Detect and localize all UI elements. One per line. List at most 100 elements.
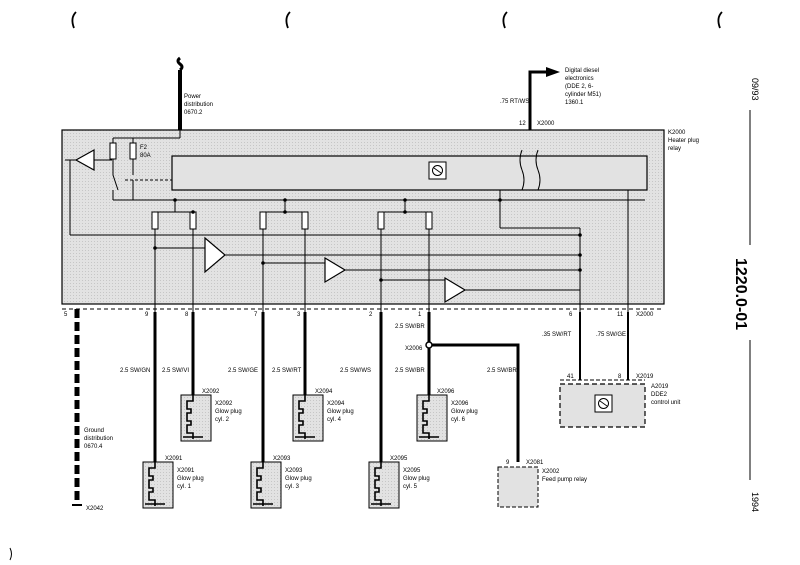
margin-date: 09/93: [750, 78, 760, 101]
dde-label-line-2: electronics: [565, 76, 594, 82]
fuse-section: [65, 130, 645, 201]
glow-plug-cyl6-label-3: cyl. 6: [451, 417, 466, 423]
ground-connector: X2042: [86, 506, 104, 512]
glow-plug-cyl5-label-3: cyl. 5: [403, 484, 418, 490]
power-label-line-1: Power: [184, 94, 201, 100]
dde-arrow: [546, 67, 560, 77]
wire-main: 2.5 SW/BR: [395, 324, 425, 330]
channel-amplifier-1: [204, 236, 226, 274]
glow-plug-cyl6: X2096 X2096 Glow plug cyl. 6: [416, 389, 478, 442]
glow-plug-cyl5-label-1: X2095: [403, 468, 421, 474]
dde-label-line-4: cylinder M51): [565, 92, 601, 98]
dde-unit-connector: X2019: [636, 374, 654, 380]
bottom-connector: X2000: [636, 312, 654, 318]
splice-point: [425, 341, 433, 349]
power-label-line-3: 0670.2: [184, 110, 203, 116]
pin-9: 9: [145, 312, 149, 318]
dde-unit-label-1: A2019: [651, 384, 669, 390]
relay-channel-grid: [70, 190, 629, 312]
glow-plug-cyl5-connector: X2095: [390, 456, 408, 462]
dde-pin: 12: [519, 121, 526, 127]
feed-pump-relay: 9 X2081 X2002 Feed pump relay: [497, 460, 587, 508]
wire-cyl4: 2.5 SW/RT: [272, 368, 302, 374]
glow-plug-cyl2-label-2: Glow plug: [215, 409, 242, 415]
page-code: 1220.0-01: [732, 258, 749, 330]
glow-plug-cyl4-label-2: Glow plug: [327, 409, 354, 415]
control-module-circle: [432, 165, 443, 176]
wire-cyl1: 2.5 SW/GN: [120, 368, 150, 374]
pin-1: 1: [418, 312, 422, 318]
glow-plug-cyl4-label-1: X2094: [327, 401, 345, 407]
pin-7: 7: [254, 312, 258, 318]
dde-control-unit: 41 8 X2019 A2019 DDE2 control unit: [559, 374, 681, 428]
junction-dots: [153, 198, 582, 282]
glow-plug-cyl5-label-2: Glow plug: [403, 476, 430, 482]
relay-label-line-3: relay: [668, 146, 681, 152]
dde-wire-color: .75 RT/WS: [500, 99, 529, 105]
glow-plug-cyl4-label-3: cyl. 4: [327, 417, 342, 423]
feed-pump-pin: 9: [506, 460, 510, 466]
ground-label: Ground distribution 0670.4: [84, 428, 113, 450]
page-year: 1994: [750, 492, 760, 512]
glow-plug-cyl3-label-3: cyl. 3: [285, 484, 300, 490]
pin-6: 6: [569, 312, 573, 318]
binder-marks: [71, 11, 723, 29]
fuse-rating: 80A: [140, 153, 151, 159]
glow-plug-wires: [153, 312, 629, 462]
dde-label-line-5: 1360.1: [565, 100, 584, 106]
pin-11: 11: [617, 312, 624, 318]
feed-pump-connector: X2081: [526, 460, 544, 466]
corner-mark: [9, 547, 12, 561]
glow-plug-cyl3-connector: X2093: [273, 456, 291, 462]
channel-amplifier-2: [324, 256, 347, 284]
glow-plug-cyl2-label-1: X2092: [215, 401, 233, 407]
ground-label-line-1: Ground: [84, 428, 104, 434]
dde-label-line-1: Digital diesel: [565, 68, 599, 74]
wire-dde-ge: .75 SW/GE: [596, 332, 626, 338]
pin-2: 2: [369, 312, 373, 318]
dde-unit-pin-8: 8: [618, 374, 622, 380]
relay-label: K2000 Heater plug relay: [668, 130, 699, 152]
pin-5: 5: [64, 312, 68, 318]
fuse-name: F2: [140, 145, 148, 151]
feed-pump-label-2: Feed pump relay: [542, 477, 587, 483]
wire-dde-rt: .35 SW/RT: [542, 332, 572, 338]
ground-label-line-3: 0670.4: [84, 444, 103, 450]
power-distribution-label: Power distribution 0670.2: [184, 94, 213, 116]
dde-label-line-3: (DDE 2, 6-: [565, 84, 593, 90]
glow-plug-cyl6-connector: X2096: [437, 389, 455, 395]
glow-plug-cyl3-label-2: Glow plug: [285, 476, 312, 482]
pin-8: 8: [185, 312, 189, 318]
glow-plug-cyl6-label-1: X2096: [451, 401, 469, 407]
power-break-mark: [176, 56, 184, 72]
wire-feed: 2.5 SW/BR: [487, 368, 517, 374]
wire-cyl3: 2.5 SW/GE: [228, 368, 258, 374]
power-label-line-2: distribution: [184, 102, 213, 108]
ground-label-line-2: distribution: [84, 436, 113, 442]
glow-plug-cyl1: X2091 X2091 Glow plug cyl. 1: [142, 456, 204, 509]
dde-connector: X2000: [537, 121, 555, 127]
glow-plug-cyl2: X2092 X2092 Glow plug cyl. 2: [180, 389, 242, 442]
glow-plug-cyl6-label-2: Glow plug: [451, 409, 478, 415]
glow-plug-cyl1-label-2: Glow plug: [177, 476, 204, 482]
channel-amplifier-3: [444, 276, 467, 304]
dde-unit-label-3: control unit: [651, 400, 681, 406]
relay-break-2: [535, 149, 541, 191]
glow-plug-cyl3-label-1: X2093: [285, 468, 303, 474]
relay-control-module: [171, 155, 648, 191]
glow-plug-cyl2-label-3: cyl. 2: [215, 417, 230, 423]
wire-cyl2: 2.5 SW/VI: [162, 368, 189, 374]
relay-label-line-2: Heater plug: [668, 138, 699, 144]
relay-label-line-1: K2000: [668, 130, 686, 136]
glow-plug-cyl1-label-3: cyl. 1: [177, 484, 192, 490]
pin-3: 3: [297, 312, 301, 318]
glow-plug-cyl1-connector: X2091: [165, 456, 183, 462]
wire-cyl5: 2.5 SW/WS: [340, 368, 371, 374]
glow-plug-cyl2-connector: X2092: [202, 389, 220, 395]
splice-label: X2006: [405, 346, 423, 352]
glow-plug-cyl4: X2094 X2094 Glow plug cyl. 4: [292, 389, 354, 442]
bottom-pin-labels: 5 9 8 7 3 2 1 6 11 X2000: [64, 312, 654, 318]
glow-plug-cyl3: X2093 X2093 Glow plug cyl. 3: [250, 456, 312, 509]
